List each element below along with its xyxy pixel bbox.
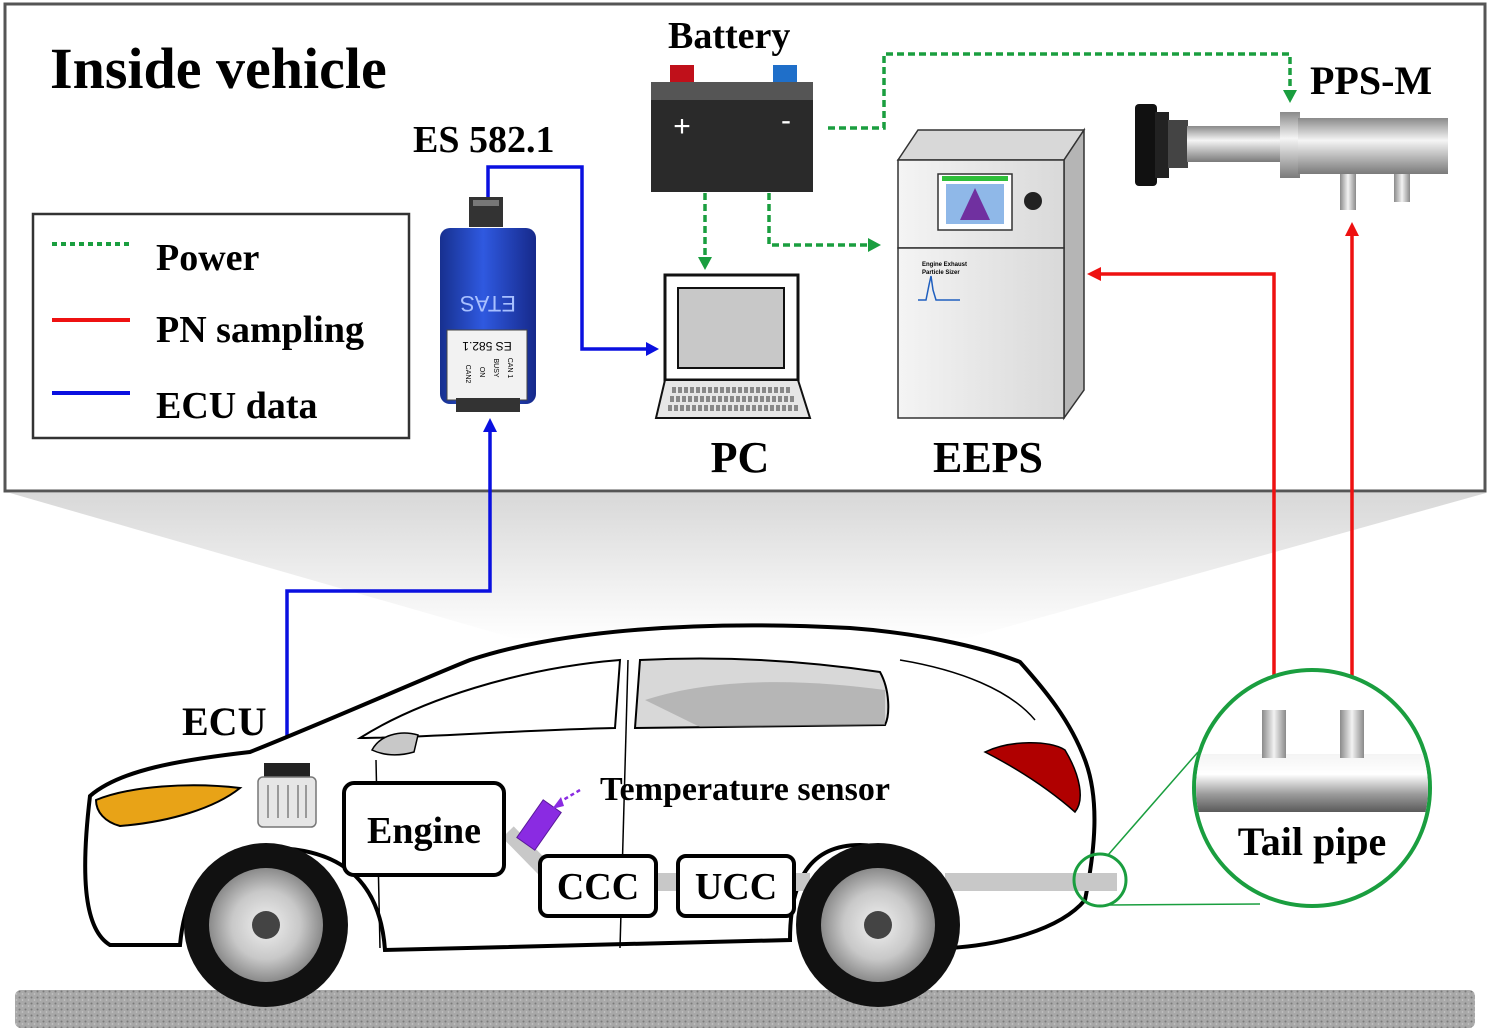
pc-laptop [654,273,812,419]
car-window-rear-shine [645,682,885,727]
ecu-label: ECU [182,699,266,744]
car-exhaust-pipe [945,873,1117,891]
power-arrow-pps [1283,90,1297,103]
battery-device: + - [651,65,813,192]
eeps-panel-line1: Engine Exhaust [922,262,967,268]
es582-port-on: ON [478,367,485,378]
ucc-box [676,854,796,918]
power-line-to-pps [828,52,1292,130]
engine-label: Engine [367,810,481,852]
ecu-data-line-ecu-to-es582 [285,430,492,765]
temperature-sensor [516,799,562,851]
car-taillight [983,742,1081,814]
car-headlight [94,784,243,828]
pn-line-to-eeps [1100,272,1276,712]
legend-pn-label: PN sampling [156,309,364,351]
inside-vehicle-title: Inside vehicle [50,36,387,101]
legend: Power PN sampling ECU data [31,212,411,440]
road [15,990,1475,1028]
power-line-to-eeps [767,193,870,247]
tailpipe-focus-circle [1072,852,1128,908]
ucc-label: UCC [695,866,777,908]
battery-label: Battery [668,15,790,57]
pps-m-sensor [1135,104,1448,210]
es582-brand-text: ETAS [460,291,516,316]
car-window-front [356,658,622,740]
eeps-instrument: Engine Exhaust Particle Sizer [896,127,1086,421]
front-wheel [184,843,348,1007]
pn-arrow-eeps [1087,267,1101,281]
car-mirror [370,732,419,756]
car [83,623,1117,1007]
eeps-label: EEPS [933,433,1043,482]
battery-plus: + [673,110,691,143]
temperature-sensor-label: Temperature sensor [600,771,890,808]
tail-pipe-label: Tail pipe [1238,819,1387,864]
battery-minus: - [781,104,791,137]
power-arrow-eeps [868,238,881,252]
ecu-unit [257,763,317,828]
ecu-data-line-es582-to-pc [486,165,650,351]
ccc-label: CCC [557,866,639,908]
tail-pipe-zoom [1192,668,1432,908]
es582-plate-text: ES 582.1 [462,339,512,353]
ccc-box [538,854,658,918]
es582-port-busy: BUSY [492,358,499,377]
es582-port-can1: CAN 1 [506,358,513,379]
pn-arrow-pps [1345,222,1359,236]
engine-box [342,781,506,877]
es582-label: ES 582.1 [413,119,554,161]
ecu-data-arrow-es582 [483,418,497,432]
es582-device: ETAS ES 582.1 CAN 1 BUSY ON CAN2 [440,197,536,412]
legend-ecu-label: ECU data [156,385,318,427]
eeps-panel-line2: Particle Sizer [922,270,960,276]
view-projection [10,493,1486,640]
power-arrow-pc [698,257,712,270]
pps-m-label: PPS-M [1310,58,1432,103]
rear-wheel [796,843,960,1007]
power-lines [703,52,1292,260]
pc-label: PC [711,433,770,482]
legend-power-label: Power [156,237,260,279]
es582-port-can2: CAN2 [464,365,471,384]
ecu-data-arrow-pc [646,342,659,356]
